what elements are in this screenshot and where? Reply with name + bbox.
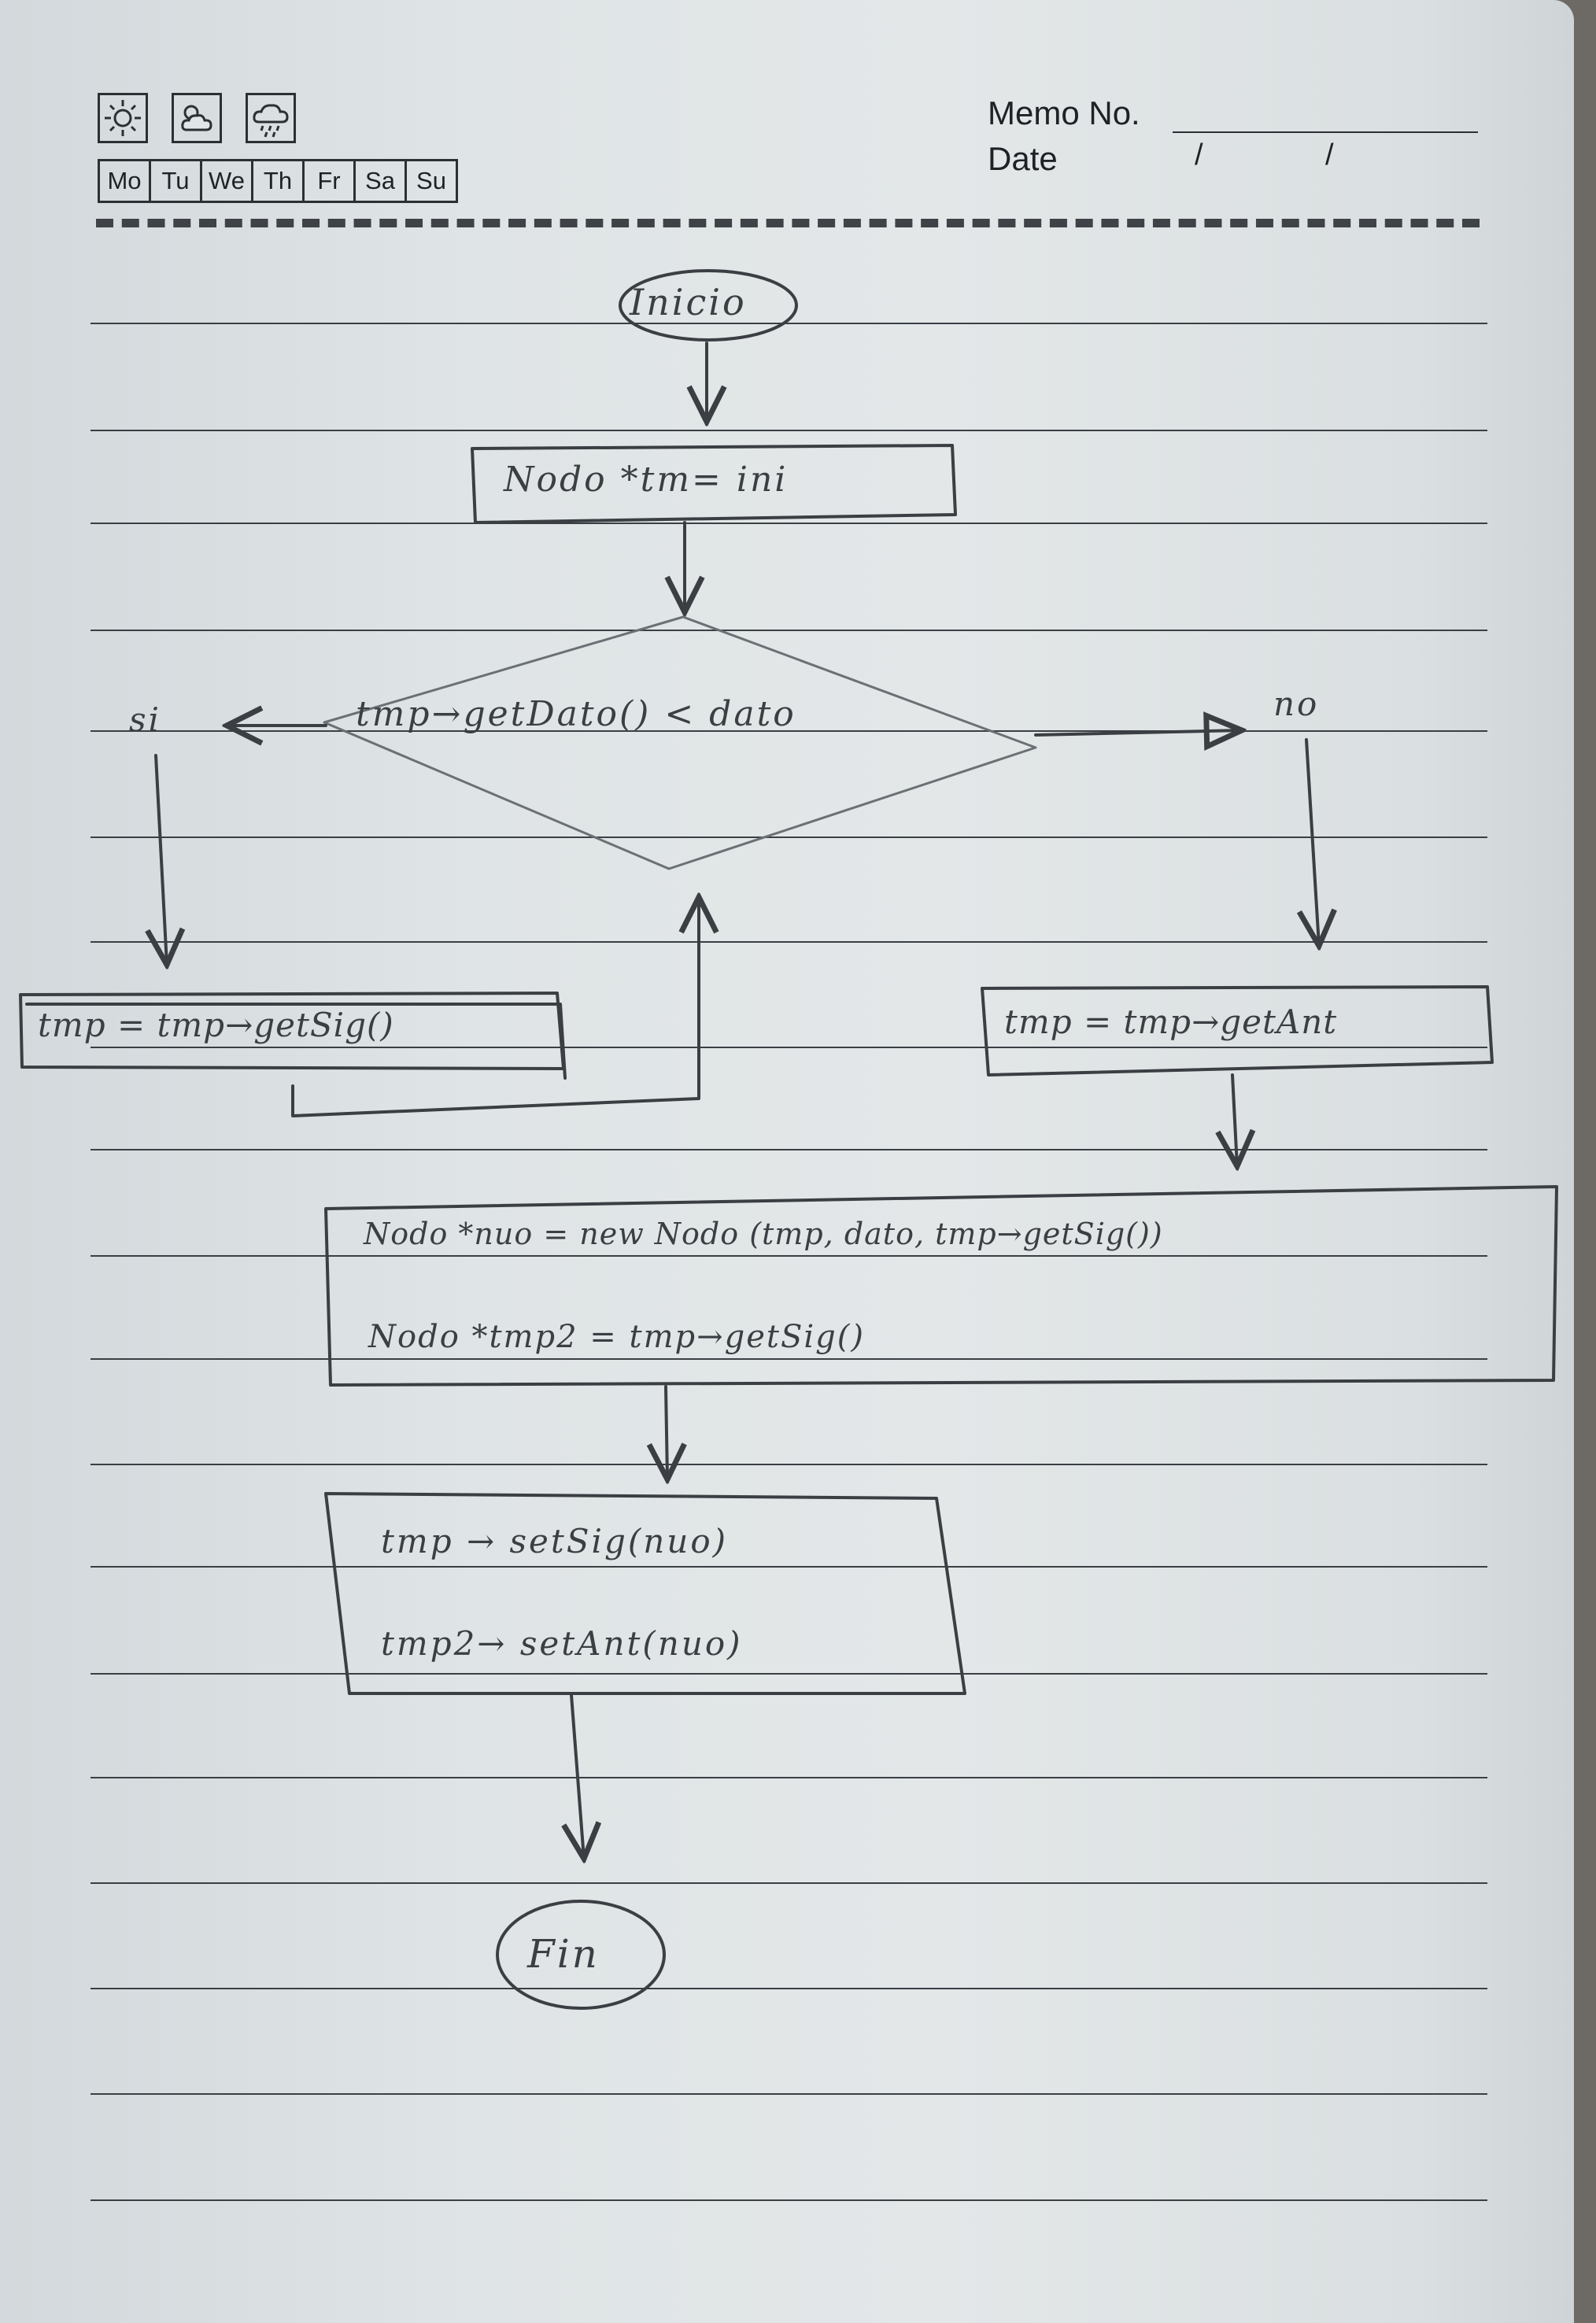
- init-label: Nodo *tm= ini: [504, 460, 789, 500]
- day-box: Su: [416, 167, 446, 194]
- start-terminal: [619, 269, 798, 342]
- decision-diamond: [323, 615, 1037, 870]
- link-node-box: [324, 1492, 966, 1695]
- condition-label: tmp→getDato() < dato: [356, 694, 796, 734]
- no-step-box: [981, 985, 1494, 1077]
- weekday-selector: Mo Tu We Th Fr Sa Su: [98, 159, 458, 203]
- date-separator: /: [1325, 138, 1334, 172]
- day-box: Th: [253, 161, 305, 201]
- yes-label: si: [129, 700, 161, 739]
- memo-underline: [1173, 131, 1478, 133]
- end-terminal: [496, 1900, 666, 2010]
- cloud-rain-icon: [246, 93, 296, 143]
- no-label: no: [1273, 685, 1320, 723]
- day-box: We: [202, 161, 253, 201]
- day-box: Sa: [356, 161, 407, 201]
- cloud-sun-icon: [172, 93, 222, 143]
- link-node-line: tmp → setSig(nuo): [381, 1522, 729, 1560]
- date-separator: /: [1195, 138, 1203, 172]
- end-label: Fin: [527, 1931, 600, 1977]
- yes-step-label: tmp = tmp→getSig(): [38, 1006, 394, 1044]
- create-node-line: Nodo *nuo = new Nodo (tmp, dato, tmp→get…: [364, 1217, 1163, 1251]
- day-box: Tu: [151, 161, 202, 201]
- memo-label: Memo No.: [988, 94, 1140, 131]
- create-node-box: [324, 1185, 1558, 1387]
- sun-icon: [98, 93, 148, 143]
- date-label: Date: [988, 140, 1058, 177]
- link-node-line: tmp2→ setAnt(nuo): [381, 1624, 743, 1663]
- init-box: [471, 444, 957, 524]
- create-node-line: Nodo *tmp2 = tmp→getSig(): [368, 1319, 865, 1355]
- day-box: Mo: [100, 161, 151, 201]
- header-divider: [96, 219, 1480, 227]
- no-step-label: tmp = tmp→getAnt: [1004, 1003, 1338, 1041]
- day-box: Fr: [305, 161, 356, 201]
- start-label: Inicio: [630, 281, 747, 323]
